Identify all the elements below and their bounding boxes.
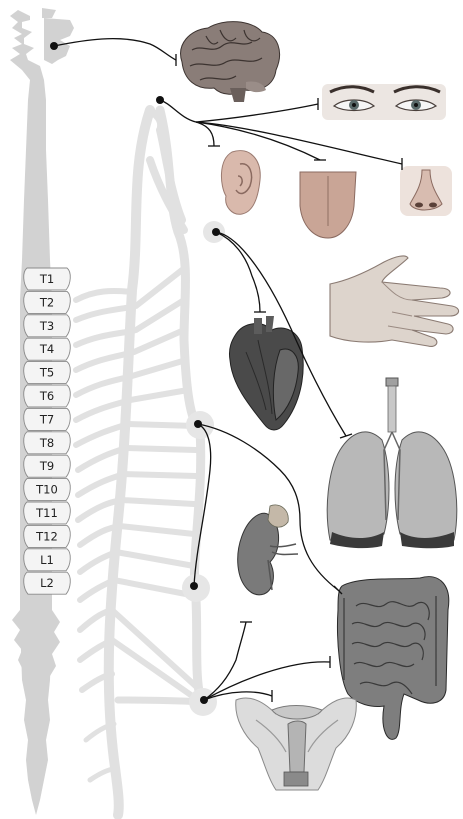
vertebra-t11: T11 <box>24 502 71 524</box>
vertebra-label: T3 <box>39 319 54 333</box>
vertebra-t6: T6 <box>24 385 71 407</box>
vertebra-l2: L2 <box>24 572 71 594</box>
vertebra-label: T10 <box>35 483 58 497</box>
vertebra-label: T12 <box>35 529 58 543</box>
vertebra-label: T1 <box>39 272 54 286</box>
vertebra-label: L2 <box>40 576 54 590</box>
vertebra-t7: T7 <box>24 408 71 430</box>
nose-icon <box>400 166 452 216</box>
sympathetic-chain <box>76 110 202 815</box>
vertebra-t2: T2 <box>24 291 71 313</box>
kidney-icon <box>238 505 298 595</box>
vertebra-t4: T4 <box>24 338 71 360</box>
eyes-icon <box>322 84 446 120</box>
vertebra-t12: T12 <box>24 525 71 547</box>
vertebra-label: T11 <box>35 506 58 520</box>
vertebra-label: T2 <box>39 295 54 309</box>
vertebra-label: T7 <box>39 412 54 426</box>
vertebra-label: T5 <box>39 366 54 380</box>
vertebra-t3: T3 <box>24 315 71 337</box>
vertebra-t9: T9 <box>24 455 71 477</box>
vertebra-label: T8 <box>39 436 54 450</box>
hand-icon <box>330 256 459 346</box>
pelvis-icon <box>236 698 357 790</box>
vertebra-label: T4 <box>39 342 54 356</box>
vertebra-t5: T5 <box>24 362 71 384</box>
lungs-icon <box>327 378 457 548</box>
brain-icon <box>181 22 280 102</box>
vertebra-label: T9 <box>39 459 54 473</box>
vertebra-label: T6 <box>39 389 54 403</box>
vertebra-t1: T1 <box>24 268 71 290</box>
vertebra-l1: L1 <box>24 549 71 571</box>
vertebra-label: L1 <box>40 553 54 567</box>
heart-icon <box>229 316 303 430</box>
vertebra-t10: T10 <box>24 479 71 501</box>
ear-icon <box>221 151 260 215</box>
vertebra-t8: T8 <box>24 432 71 454</box>
tongue-icon <box>300 172 356 238</box>
